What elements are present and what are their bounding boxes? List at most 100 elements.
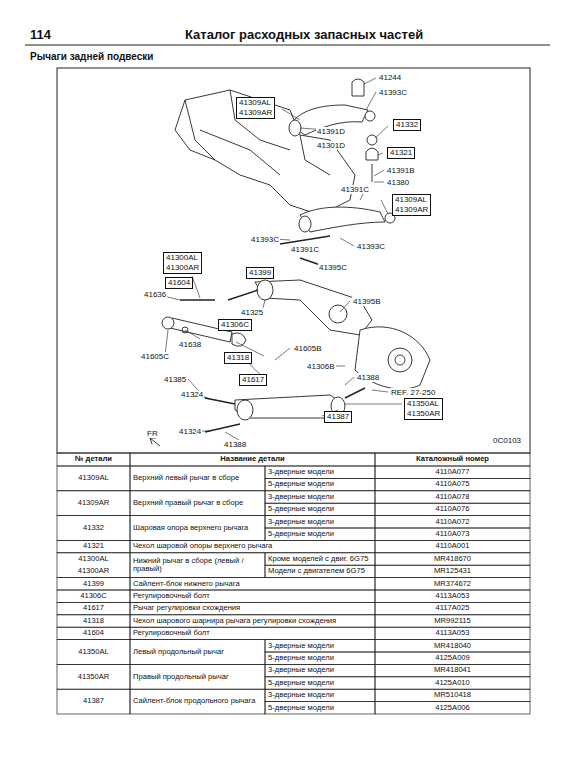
bushing xyxy=(162,317,174,329)
table-cell-border xyxy=(130,664,265,689)
table-cell-border xyxy=(57,590,130,602)
callout-number: 41387 xyxy=(327,412,349,422)
variant-cell: 3-дверные модели xyxy=(265,466,375,478)
boxed-callout: 41399 xyxy=(246,267,274,279)
callout-number: 41393C xyxy=(378,88,408,97)
table-cell-border xyxy=(57,578,130,590)
part-name-cell: Правый продольный рычаг xyxy=(130,664,265,689)
callout-number: 41395C xyxy=(318,263,348,272)
table-cell-border xyxy=(57,602,130,614)
table-cell-border xyxy=(265,528,375,540)
lower-arm xyxy=(255,280,372,335)
bump-stop xyxy=(352,79,364,96)
callout-number: 41332 xyxy=(396,120,418,130)
table-cell-border xyxy=(57,453,130,466)
table-cell-border xyxy=(375,590,530,602)
ball-joint xyxy=(365,111,375,121)
callout-number: 41309AL xyxy=(395,195,428,205)
catalog-number-cell: 4110A075 xyxy=(375,478,530,490)
catalog-number-cell: MR418041 xyxy=(375,664,530,676)
table-cell-border xyxy=(130,590,375,602)
table-cell-border xyxy=(375,689,530,701)
header-rule xyxy=(25,44,550,45)
table-cell-border xyxy=(130,689,265,714)
table-cell-border xyxy=(265,503,375,515)
part-name-cell: Верхний правый рычаг в сборе xyxy=(130,491,265,516)
table-cell-border xyxy=(130,640,265,665)
table-cell-border xyxy=(57,689,130,714)
boxed-callout: 41604 xyxy=(165,277,193,289)
variant-cell: 3-дверные модели xyxy=(265,491,375,503)
boxed-callout: 41309AL41309AR xyxy=(392,194,431,216)
table-cell-border xyxy=(265,677,375,689)
table-cell-border xyxy=(375,528,530,540)
part-number-cell: 41321 xyxy=(57,540,130,552)
callout-number: 41638 xyxy=(178,340,202,349)
part-number-cell: 41309AR xyxy=(57,491,130,516)
variant-cell: 5-дверные модели xyxy=(265,503,375,515)
table-cell-border xyxy=(375,640,530,652)
variant-cell: 3-дверные модели xyxy=(265,664,375,676)
page-number: 114 xyxy=(30,27,51,42)
table-cell-border xyxy=(375,553,530,565)
table-cell-border xyxy=(130,516,265,541)
boxed-callout: 41309AL41309AR xyxy=(236,97,275,119)
variant-cell: 5-дверные модели xyxy=(265,702,375,714)
catalog-number-cell: 4110A073 xyxy=(375,528,530,540)
table-header: Название детали xyxy=(130,453,375,466)
table-cell-border xyxy=(375,466,530,478)
part-number-cell: 41300AL xyxy=(57,553,130,565)
table-cell-border xyxy=(375,602,530,614)
callout-number: 41324 xyxy=(178,427,202,436)
table-cell-border xyxy=(130,627,375,639)
catalog-number-cell: 4125A006 xyxy=(375,702,530,714)
catalog-number-cell: MR992115 xyxy=(375,615,530,627)
catalog-number-cell: 4110A077 xyxy=(375,466,530,478)
part-name-cell: Сайлент-блок продольного рычага xyxy=(130,689,265,714)
table-cell-border xyxy=(265,466,375,478)
callout-number: 41324 xyxy=(180,390,204,399)
knuckle xyxy=(355,327,430,389)
table-cell-border xyxy=(375,627,530,639)
catalog-number-cell: 4110A001 xyxy=(375,540,530,552)
part-name-cell: Нижний рычаг в сборе (левый / правый) xyxy=(130,553,265,578)
leader-lines xyxy=(155,78,402,443)
part-name-cell: Чехол шаровой опоры верхнего рычага xyxy=(130,540,375,552)
upper-arm xyxy=(290,105,368,135)
table-cell-border xyxy=(130,602,375,614)
table-header: Каталожный номер xyxy=(375,453,530,466)
table-cell-border xyxy=(265,664,375,676)
boxed-callout: 41306C xyxy=(218,319,252,331)
variant-cell: 3-дверные модели xyxy=(265,640,375,652)
part-number-cell: 41604 xyxy=(57,627,130,639)
boxed-callout: 41300AL41300AR xyxy=(163,252,202,274)
table-cell-border xyxy=(265,516,375,528)
table-cell-border xyxy=(57,615,130,627)
variant-cell: 3-дверные модели xyxy=(265,689,375,701)
callout-number: 41604 xyxy=(168,278,190,288)
table-cell-border xyxy=(265,640,375,652)
table-cell-border xyxy=(57,540,130,552)
part-name-cell: Шаровая опора верхнего рычага xyxy=(130,516,265,541)
part-number-cell: 41309AL xyxy=(57,466,130,491)
table-cell-border xyxy=(265,565,375,577)
boxed-callout: 41350AL41350AR xyxy=(404,398,443,420)
variant-cell: Модели с двигателем 6G75 xyxy=(265,565,375,577)
callout-number: 41318 xyxy=(227,353,249,363)
part-number-cell: 41306C xyxy=(57,590,130,602)
variant-cell: 5-дверные модели xyxy=(265,478,375,490)
table-cell-border xyxy=(375,516,530,528)
table-cell-border xyxy=(375,677,530,689)
part-number-cell: 41617 xyxy=(57,602,130,614)
table-grid xyxy=(57,453,530,714)
table-cell-border xyxy=(57,627,130,639)
callout-number: 41393C xyxy=(356,242,386,251)
bolt xyxy=(228,290,258,300)
callout-number: 41306B xyxy=(306,362,336,371)
diagram-frame xyxy=(57,68,530,453)
table-cell-border xyxy=(130,453,375,466)
table-cell-border xyxy=(130,491,265,516)
callout-number: 41395B xyxy=(352,297,382,306)
boxed-callout: 41318 xyxy=(224,352,252,364)
